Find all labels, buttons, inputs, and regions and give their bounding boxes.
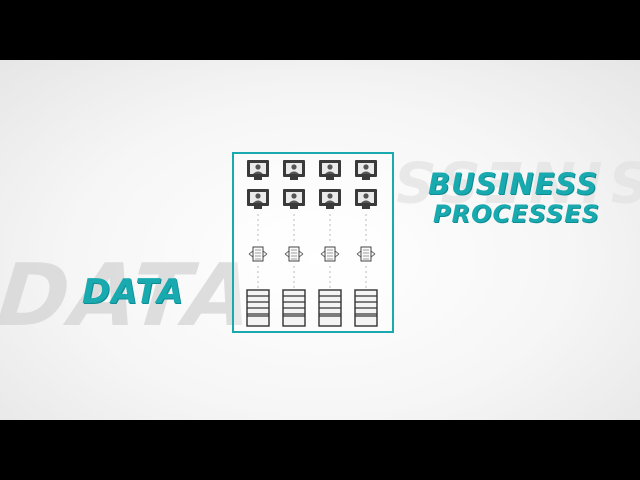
user-icon	[319, 189, 341, 209]
user-icon	[355, 160, 377, 180]
document-icon	[284, 246, 304, 262]
user-icon	[283, 160, 305, 180]
user-icon	[355, 189, 377, 209]
server-icon	[282, 289, 306, 327]
diagram-frame	[232, 152, 394, 333]
diagram-svg	[246, 160, 378, 327]
processes-label: PROCESSES	[433, 200, 600, 228]
user-icon	[319, 160, 341, 180]
document-icon	[320, 246, 340, 262]
server-icon	[246, 289, 270, 327]
server-icon	[354, 289, 378, 327]
business-label: BUSINESS	[428, 167, 599, 201]
document-icon	[248, 246, 268, 262]
document-icon	[356, 246, 376, 262]
user-icon	[247, 189, 269, 209]
user-icon	[247, 160, 269, 180]
server-icon	[318, 289, 342, 327]
video-frame: DATA BUSINESS DATA BUSINESS PROCESSES	[0, 60, 640, 420]
data-label: DATA	[82, 272, 185, 312]
user-icon	[283, 189, 305, 209]
